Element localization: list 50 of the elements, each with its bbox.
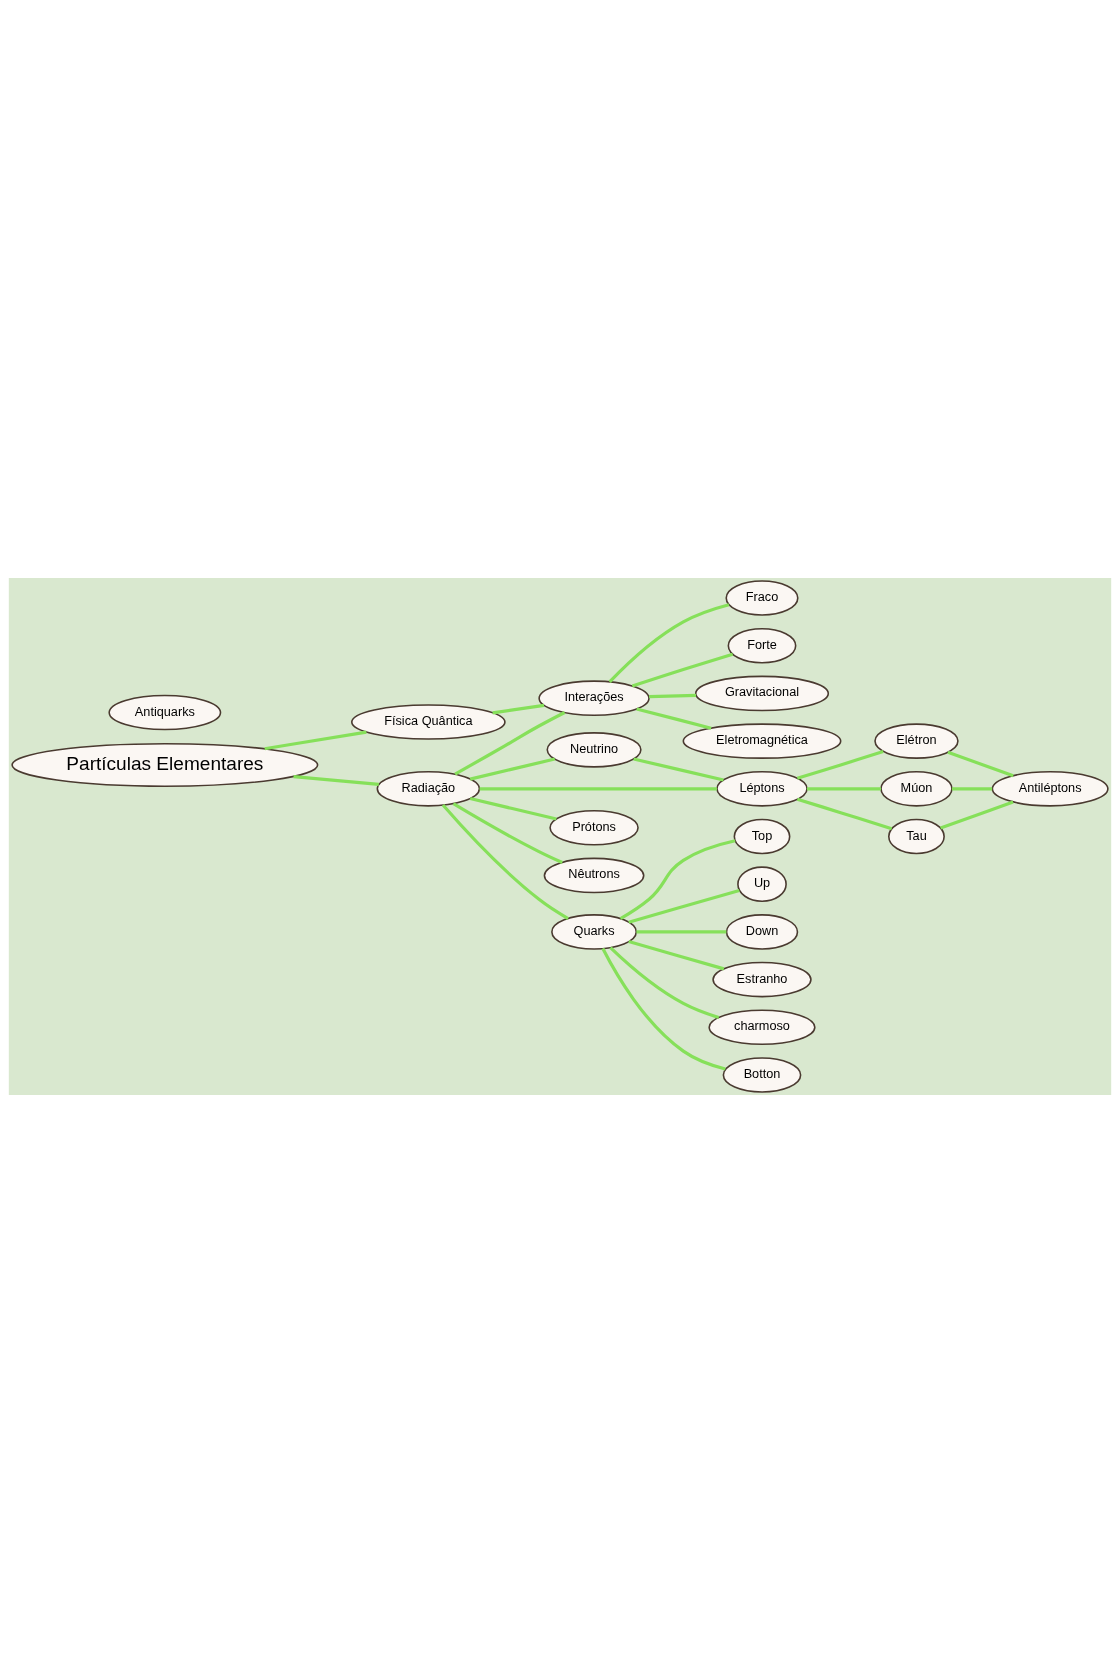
connector	[633, 756, 724, 782]
connector	[619, 838, 736, 920]
node-ellipse: Prótons	[549, 809, 639, 846]
connector	[628, 939, 725, 970]
connector	[454, 710, 566, 776]
connector	[264, 730, 367, 750]
connector	[479, 786, 717, 790]
node-ellipse: Top	[733, 818, 791, 854]
connector	[608, 602, 730, 683]
node-ellipse: Botton	[722, 1056, 802, 1093]
connector	[947, 750, 1014, 777]
connector	[441, 803, 569, 920]
connector	[636, 706, 712, 730]
node-ellipse: Tau	[888, 818, 945, 854]
node-ellipse: Gravitacional	[694, 675, 830, 711]
connector	[609, 946, 720, 1019]
node-ellipse: Up	[737, 865, 787, 902]
connector	[469, 756, 556, 781]
connector	[796, 797, 893, 830]
node-ellipse: Down	[725, 913, 799, 950]
connector	[492, 703, 545, 714]
node-ellipse: charmoso	[708, 1008, 816, 1045]
node-ellipse: Radiação	[376, 770, 481, 807]
node-ellipse: Física Quântica	[351, 703, 506, 740]
connector	[628, 888, 740, 924]
connector	[796, 749, 884, 780]
connector	[452, 801, 563, 864]
node-ellipse: Quarks	[551, 913, 638, 950]
node-ellipse: Múon	[880, 770, 953, 807]
node-ellipse: Partículas Elementares	[11, 742, 319, 787]
node-ellipse: Neutrino	[546, 731, 642, 768]
node-ellipse: Estranho	[712, 961, 812, 997]
node-ellipse: Interações	[538, 679, 650, 716]
node-ellipse: Léptons	[716, 770, 808, 807]
node-ellipse: Fraco	[725, 579, 799, 616]
connector	[940, 799, 1014, 830]
connector	[636, 929, 727, 933]
node-ellipse: Antiquarks	[108, 694, 222, 730]
node-ellipse: Antiléptons	[991, 770, 1109, 807]
connector	[951, 786, 993, 790]
node-ellipse: Forte	[727, 627, 797, 664]
connector	[649, 693, 697, 698]
connector	[631, 652, 734, 687]
connector	[293, 774, 379, 786]
connector	[601, 947, 726, 1071]
connector	[807, 786, 881, 790]
node-ellipse: Nêutrons	[543, 857, 645, 893]
node-ellipse: Eletromagnética	[682, 722, 842, 759]
connector	[469, 796, 557, 821]
node-ellipse: Elétron	[874, 722, 959, 759]
